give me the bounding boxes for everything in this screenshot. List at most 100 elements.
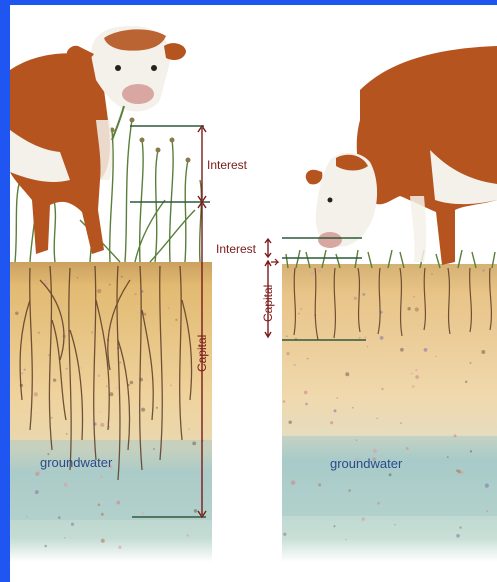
- soil-speckle: [447, 456, 449, 458]
- soil-speckle: [283, 533, 286, 536]
- right-interest-label: Interest: [216, 242, 257, 256]
- soil-speckle: [310, 272, 314, 276]
- soil-speckle: [465, 381, 467, 383]
- soil-speckle: [97, 289, 101, 293]
- soil-speckle: [64, 483, 68, 487]
- soil-speckle: [421, 272, 422, 273]
- soil-speckle: [109, 284, 111, 286]
- soil-speckle: [116, 501, 120, 505]
- left-cow-illustration: [10, 26, 186, 254]
- soil-speckle: [394, 524, 395, 525]
- soil-speckle: [356, 440, 357, 441]
- soil-speckle: [415, 307, 419, 311]
- soil-speckle: [141, 408, 145, 412]
- soil-speckle: [380, 336, 384, 340]
- soil-speckle: [291, 480, 295, 484]
- soil-speckle: [334, 409, 337, 412]
- soil-speckle: [116, 387, 118, 389]
- soil-speckle: [352, 407, 353, 408]
- left-interest-label: Interest: [207, 158, 248, 172]
- soil-speckle: [34, 392, 38, 396]
- soil-speckle: [304, 391, 308, 395]
- soil-speckle: [456, 534, 460, 538]
- soil-speckle: [106, 386, 107, 387]
- soil-speckle: [130, 381, 134, 385]
- right-capital-pointer: [271, 259, 278, 265]
- right-cow-illustration: [306, 46, 497, 265]
- soil-speckle: [45, 280, 46, 281]
- soil-speckle: [486, 510, 488, 512]
- soil-speckle: [101, 539, 105, 543]
- soil-speckle: [362, 517, 366, 521]
- soil-speckle: [27, 516, 28, 517]
- soil-speckle: [44, 545, 47, 548]
- soil-speckle: [317, 269, 321, 273]
- soil-speckle: [482, 269, 484, 271]
- soil-speckle: [81, 367, 82, 368]
- soil-speckle: [109, 392, 113, 396]
- soil-speckle: [156, 407, 158, 409]
- left-groundwater-label: groundwater: [40, 455, 113, 470]
- soil-speckle: [305, 403, 308, 406]
- soil-speckle: [412, 385, 415, 388]
- soil-speckle: [101, 513, 104, 516]
- soil-speckle: [481, 350, 485, 354]
- soil-speckle: [66, 433, 68, 435]
- soil-speckle: [53, 379, 56, 382]
- soil-speckle: [458, 470, 461, 473]
- soil-speckle: [186, 534, 188, 536]
- soil-speckle: [170, 385, 171, 386]
- soil-speckle: [120, 362, 122, 364]
- soil-speckle: [406, 447, 409, 450]
- soil-speckle: [307, 358, 309, 360]
- soil-speckle: [400, 422, 402, 424]
- soil-speckle: [294, 364, 296, 366]
- soil-speckle: [188, 429, 189, 430]
- soil-speckle: [454, 434, 457, 437]
- soil-speckle: [134, 293, 136, 295]
- soil-speckle: [389, 473, 392, 476]
- soil-speckle: [35, 490, 39, 494]
- right-soil: [282, 264, 497, 562]
- soil-speckle: [15, 312, 18, 315]
- soil-speckle: [485, 484, 489, 488]
- soil-speckle: [118, 546, 121, 549]
- soil-speckle: [66, 368, 68, 370]
- soil-speckle: [24, 369, 26, 371]
- soil-speckle: [362, 293, 365, 296]
- soil-speckle: [192, 442, 196, 446]
- soil-speckle: [100, 423, 104, 427]
- left-groundwater-band: [10, 440, 212, 520]
- soil-speckle: [121, 276, 123, 278]
- soil-speckle: [415, 375, 419, 379]
- soil-speckle: [289, 421, 292, 424]
- soil-speckle: [345, 539, 346, 540]
- soil-speckle: [286, 352, 289, 355]
- soil-speckle: [98, 504, 101, 507]
- soil-speckle: [298, 313, 300, 315]
- soil-speckle: [142, 513, 144, 515]
- soil-speckle: [100, 476, 102, 478]
- soil-speckle: [71, 523, 74, 526]
- soil-speckle: [436, 356, 437, 357]
- soil-speckle: [21, 372, 24, 375]
- soil-speckle: [415, 369, 417, 371]
- soil-speckle: [153, 448, 155, 450]
- soil-speckle: [300, 308, 302, 310]
- soil-speckle: [37, 471, 40, 474]
- soil-speckle: [424, 348, 428, 352]
- soil-speckle: [91, 331, 93, 333]
- soil-speckle: [431, 273, 433, 275]
- soil-speckle: [400, 348, 404, 352]
- soil-speckle: [194, 509, 198, 513]
- soil-speckle: [348, 489, 351, 492]
- soil-speckle: [51, 417, 53, 419]
- left-capital-label: Capital: [195, 335, 209, 372]
- soil-speckle: [38, 331, 41, 334]
- soil-speckle: [459, 526, 461, 528]
- soil-speckle: [377, 418, 378, 419]
- soil-speckle: [283, 400, 286, 403]
- soil-speckle: [470, 450, 472, 452]
- right-groundwater-label: groundwater: [330, 456, 403, 471]
